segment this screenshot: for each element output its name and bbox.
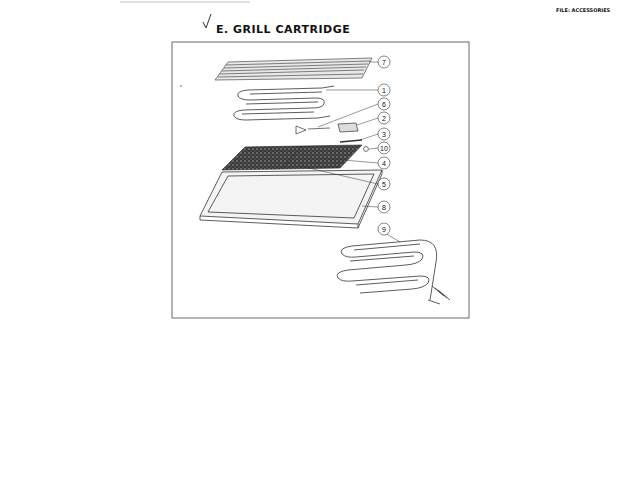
callout-number: 1 [382, 87, 386, 94]
callout-circles [378, 56, 390, 235]
callout-number: 7 [382, 59, 386, 66]
callout-number: 9 [382, 226, 386, 233]
check-mark [203, 14, 211, 28]
leader-lines [300, 62, 400, 242]
callout-number: 6 [382, 101, 386, 108]
callout-number: 10 [380, 145, 388, 152]
frame [172, 42, 469, 318]
lower-element [337, 240, 450, 304]
grill-rack [215, 58, 372, 80]
callout-number: 5 [382, 181, 386, 188]
file-label: FILE: ACCESSORIES [556, 8, 610, 13]
callout-number: 2 [382, 115, 386, 122]
upper-element [234, 86, 334, 120]
stone-panels [222, 145, 362, 170]
callout-number: 3 [382, 131, 386, 138]
callout-number: 8 [382, 204, 386, 211]
page-title: E. GRILL CARTRIDGE [216, 24, 350, 35]
callout-number: 4 [382, 160, 386, 167]
